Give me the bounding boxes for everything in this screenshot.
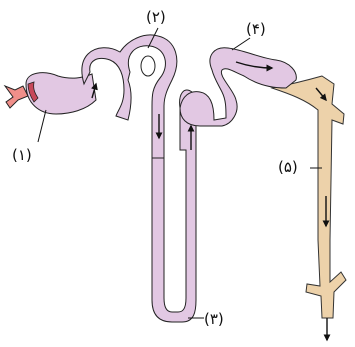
collecting-duct <box>272 76 346 318</box>
blood-vessel <box>5 86 28 108</box>
distal-tubule <box>180 48 296 126</box>
label-1: (۱) <box>12 146 32 164</box>
label-5: (۵) <box>278 158 298 176</box>
tubule-loop-opening <box>141 56 155 76</box>
label-2: (۲) <box>146 8 166 26</box>
label-4: (۴) <box>246 20 266 38</box>
label-3: (۳) <box>204 310 224 328</box>
proximal-tubule <box>82 35 177 160</box>
